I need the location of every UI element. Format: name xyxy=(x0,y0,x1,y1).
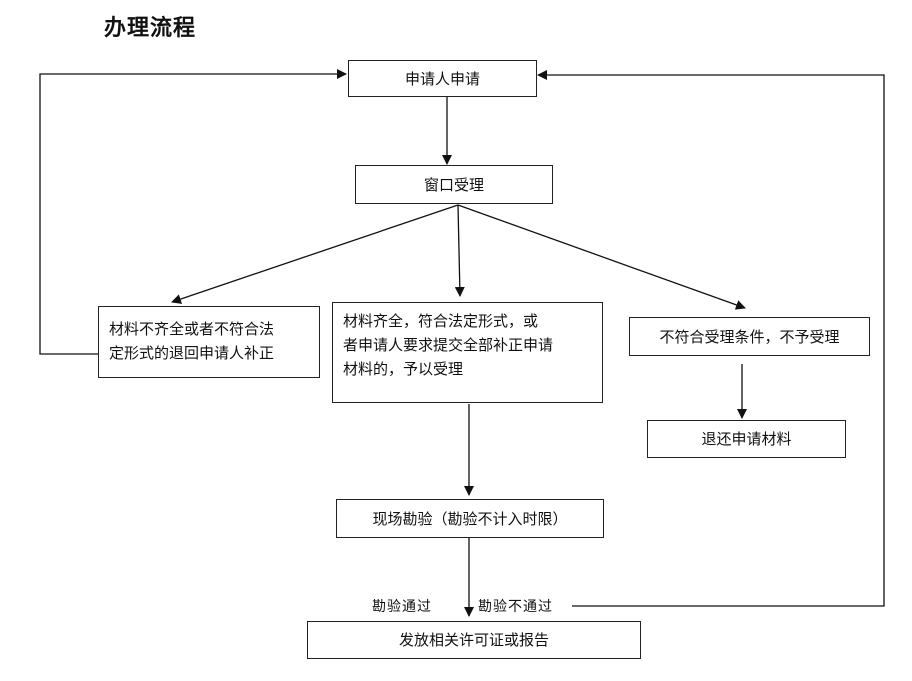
page-title: 办理流程 xyxy=(104,15,197,41)
node-rejected: 不符合受理条件，不予受理 xyxy=(629,317,870,356)
label-inspection-pass: 勘验通过 xyxy=(372,599,432,615)
arrow-window-to-reject xyxy=(457,204,746,310)
node-return-materials: 退还申请材料 xyxy=(647,420,846,458)
node-window-acceptance: 窗口受理 xyxy=(355,165,553,204)
node-site-inspection: 现场勘验（勘验不计入时限） xyxy=(336,499,604,538)
arrow-fail-back-to-apply xyxy=(537,70,885,607)
node-apply: 申请人申请 xyxy=(348,60,537,97)
arrow-incomplete-back-to-apply xyxy=(39,69,347,355)
label-inspection-fail: 勘验不通过 xyxy=(478,599,553,615)
node-materials-complete: 材料齐全，符合法定形式，或 者申请人要求提交全部补正申请 材料的，予以受理 xyxy=(332,302,603,403)
node-issue-license: 发放相关许可证或报告 xyxy=(307,621,641,659)
arrow-window-to-incomplete xyxy=(171,204,459,304)
node-materials-incomplete: 材料不齐全或者不符合法 定形式的退回申请人补正 xyxy=(98,306,320,378)
arrow-window-to-complete xyxy=(454,204,465,297)
